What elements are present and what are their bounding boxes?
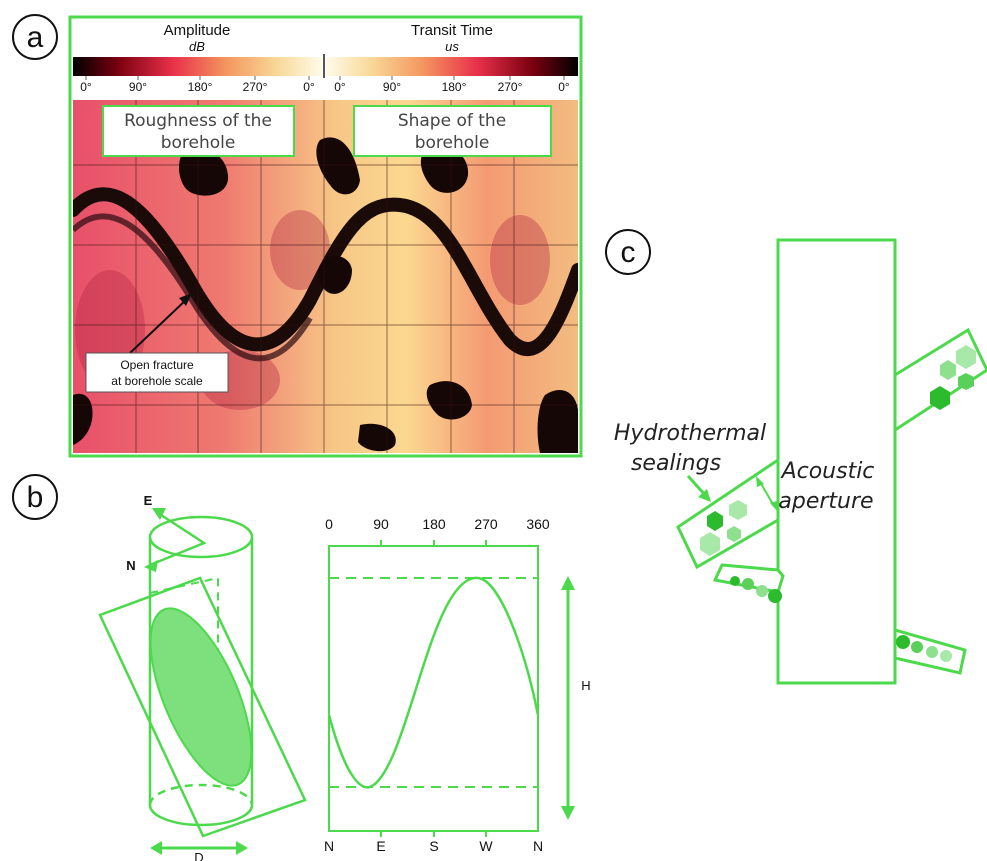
- height-arrow-top: [561, 576, 575, 590]
- axis-top-0: 0: [325, 516, 333, 532]
- aperture-arrow-top: [756, 476, 764, 487]
- tt-tick-0: 0°: [334, 80, 346, 94]
- panel-b-letter-circle: [12, 474, 58, 520]
- amplitude-title: Amplitude: [164, 22, 231, 39]
- height-label: H: [581, 678, 590, 693]
- sealing-lower-right: [896, 635, 952, 662]
- compass-lines: [149, 511, 207, 567]
- axis-bottom-s: S: [429, 838, 438, 854]
- fracture-note-line1: Open fracture: [120, 358, 194, 372]
- sealing-left: [700, 500, 747, 556]
- aperture-arrow: [759, 481, 775, 507]
- diameter-arrow-left: [150, 841, 162, 855]
- unrolled-wall-box: [328, 545, 539, 832]
- axis-top-90: 90: [373, 516, 389, 532]
- aperture-label-line2: aperture: [778, 489, 873, 514]
- axis-top-180: 180: [422, 516, 446, 532]
- amp-tick-90: 90°: [129, 80, 147, 94]
- sealing-lower-left: [730, 576, 782, 603]
- panel-b: b E N D 0 90 180 270 360 N: [12, 474, 591, 861]
- axis-bottom-n1: N: [324, 838, 334, 854]
- sealing-upper-right: [930, 345, 976, 410]
- aperture-arrow-bottom: [770, 501, 778, 512]
- tt-tick-270: 270°: [498, 80, 523, 94]
- axis-top-270: 270: [474, 516, 498, 532]
- borehole-wall-lower: [776, 592, 897, 685]
- amp-tick-360: 0°: [303, 80, 315, 94]
- fracture-trace: [73, 187, 578, 356]
- panel-a: a Amplitude dB Transit Time us 0° 90° 18…: [12, 14, 583, 458]
- height-arrow-bottom: [561, 806, 575, 820]
- sealings-arrow-head: [698, 489, 711, 502]
- axis-top-360: 360: [526, 516, 550, 532]
- unrolled-sinusoid: [327, 576, 540, 789]
- roughness-line2: borehole: [161, 133, 236, 153]
- shape-line2: borehole: [415, 133, 490, 153]
- amplitude-colorbar: [73, 57, 322, 76]
- shape-line1: Shape of the: [398, 111, 506, 131]
- plane-hidden-edge: [149, 576, 219, 650]
- fracture-note-line2: at borehole scale: [111, 374, 203, 388]
- axis-bottom-n2: N: [533, 838, 543, 854]
- aperture-label-line1: Acoustic: [780, 459, 875, 484]
- shape-box: [353, 105, 552, 157]
- borehole-wall-upper: [776, 238, 897, 460]
- fracture-left: [676, 457, 780, 570]
- roughness-line1: Roughness of the: [124, 111, 272, 131]
- axis-bottom-e: E: [376, 838, 385, 854]
- fracture-arrow-head: [179, 293, 192, 306]
- roughness-box: [102, 105, 295, 157]
- transit-time-colorbar: [326, 57, 578, 76]
- fracture-arrow-line: [129, 297, 189, 354]
- tt-tick-360: 0°: [558, 80, 570, 94]
- panel-c: c: [605, 229, 987, 685]
- amp-tick-0: 0°: [80, 80, 92, 94]
- amplitude-unit: dB: [189, 39, 205, 54]
- tt-tick-180: 180°: [442, 80, 467, 94]
- panel-a-letter: a: [27, 21, 44, 54]
- panel-c-letter-circle: [605, 229, 651, 275]
- transit-time-unit: us: [445, 39, 459, 54]
- amp-tick-270: 270°: [243, 80, 268, 94]
- compass-north: N: [126, 558, 135, 573]
- panel-c-letter: c: [621, 236, 636, 269]
- panel-b-letter: b: [27, 481, 44, 514]
- compass-east: E: [144, 493, 153, 508]
- tt-tick-90: 90°: [383, 80, 401, 94]
- diameter-label: D: [194, 850, 203, 861]
- north-arrow-head: [144, 560, 158, 572]
- amp-tick-180: 180°: [188, 80, 213, 94]
- sealings-label-line1: Hydrothermal: [614, 421, 766, 446]
- fracture-note-box: [85, 352, 229, 393]
- axis-bottom-w: W: [479, 838, 493, 854]
- sealings-label-line2: sealings: [631, 451, 721, 476]
- east-arrow-head: [152, 508, 166, 520]
- transit-time-title: Transit Time: [411, 22, 493, 39]
- fracture-ellipse: [149, 607, 253, 787]
- diameter-arrow-right: [236, 841, 248, 855]
- panel-a-letter-circle: [12, 14, 58, 60]
